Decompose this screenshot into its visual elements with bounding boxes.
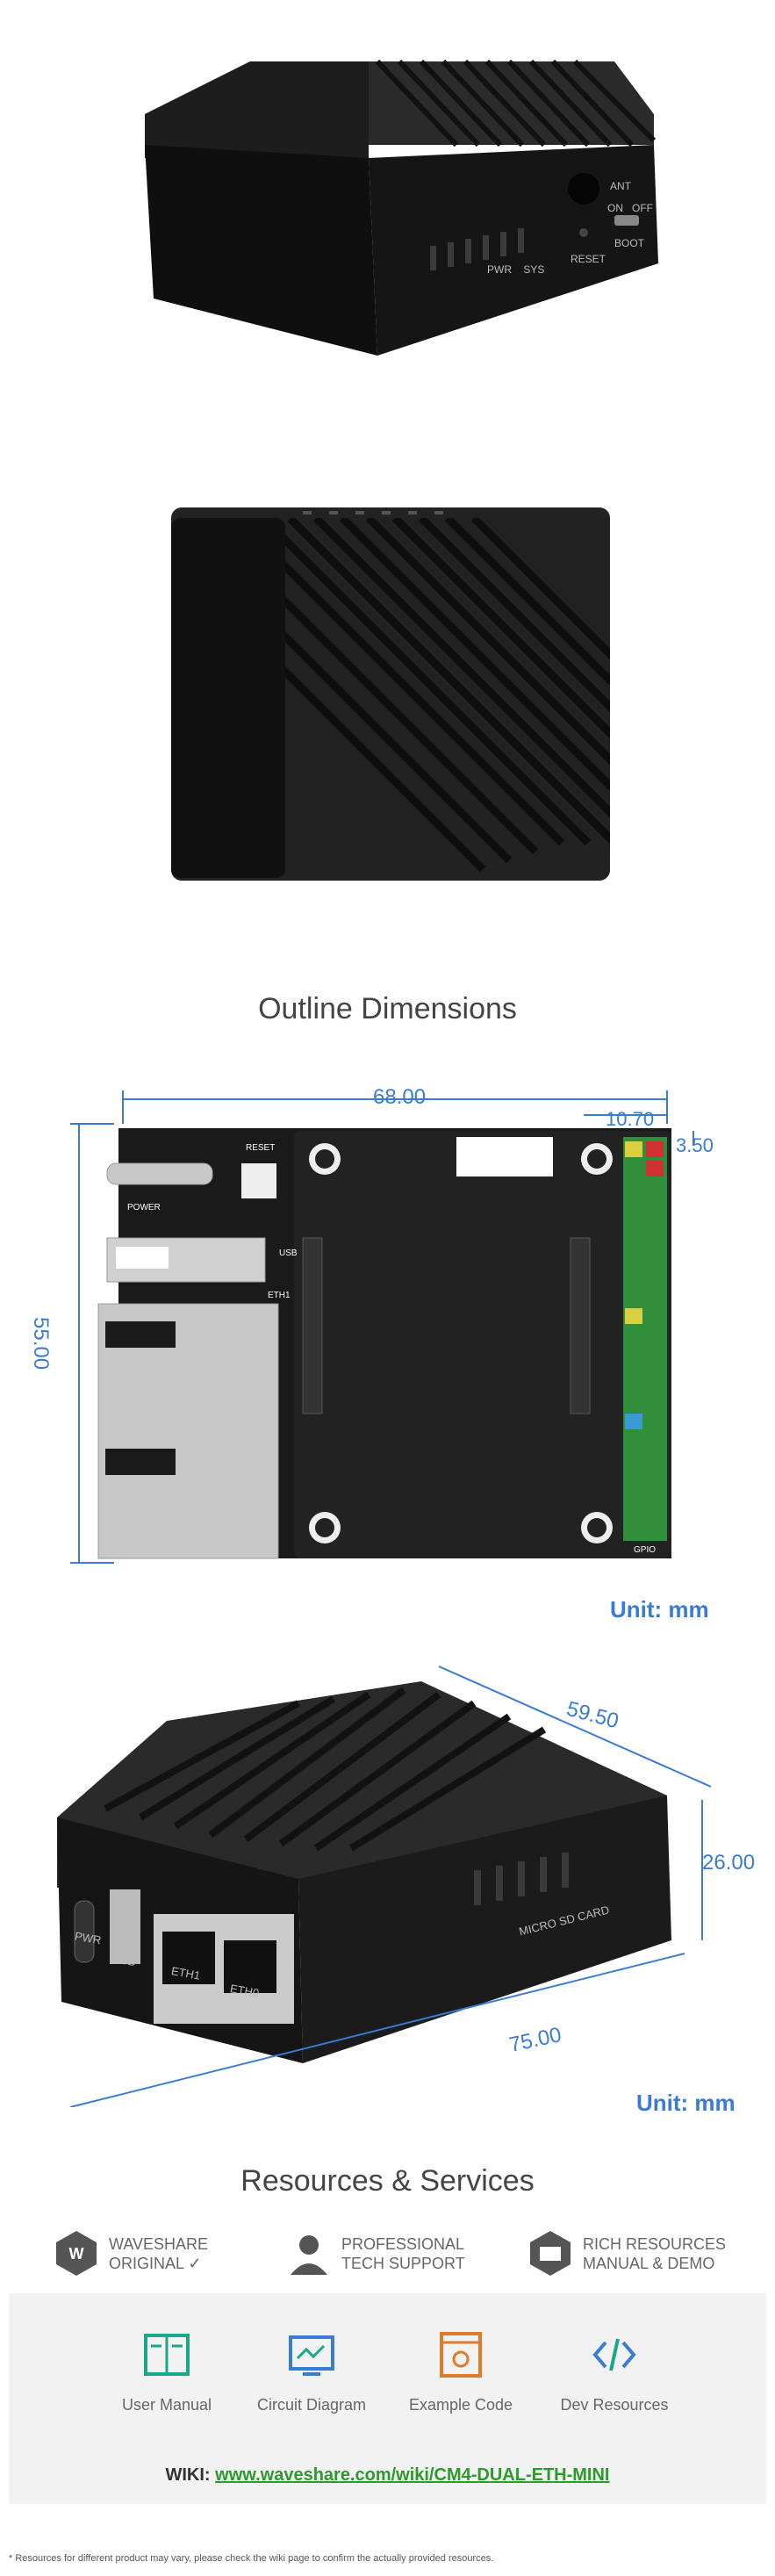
outline-heading: Outline Dimensions bbox=[258, 992, 517, 1025]
feature-3-line2: MANUAL & DEMO bbox=[583, 2255, 715, 2272]
outline-unit: Unit: mm bbox=[610, 1596, 709, 1623]
resource-example-code[interactable]: Example Code bbox=[382, 2328, 540, 2414]
boot-label: BOOT bbox=[614, 237, 645, 249]
book-icon bbox=[144, 2334, 190, 2376]
resource-user-manual[interactable]: User Manual bbox=[88, 2328, 246, 2414]
board-label-gpio: GPIO bbox=[634, 1545, 657, 1555]
circuit-icon bbox=[289, 2335, 334, 2376]
dim-offset-y: 3.50 bbox=[676, 1134, 714, 1156]
board-label-reset: RESET bbox=[246, 1143, 276, 1153]
resources-heading: Resources & Services bbox=[240, 2164, 535, 2198]
board-drawing: 68.00 55.00 10.70 3.50 POWER RESET USB E… bbox=[0, 1080, 775, 1589]
feature-1-line2: ORIGINAL bbox=[109, 2255, 184, 2272]
board-label-usb: USB bbox=[279, 1248, 298, 1258]
case-dims-photo: 59.50 26.00 75.00 PWR USB ETH1 ETH0 MICR… bbox=[0, 1651, 775, 2108]
feature-waveshare-original: W WAVESHARE ORIGINAL ✓ bbox=[53, 2226, 263, 2287]
dim-height: 55.00 bbox=[29, 1317, 53, 1371]
reset-label: RESET bbox=[570, 253, 606, 265]
support-person-icon bbox=[291, 2235, 327, 2275]
device-photo-top: PWR SYS RESET ANT ON OFF BOOT bbox=[0, 0, 775, 404]
resources-panel: User Manual Circuit Diagram Example Code… bbox=[9, 2293, 766, 2504]
ant-label: ANT bbox=[610, 180, 631, 192]
pwr-label: PWR bbox=[487, 263, 512, 276]
code-window-icon bbox=[440, 2332, 482, 2378]
wiki-prefix: WIKI: bbox=[165, 2465, 216, 2485]
dev-code-icon bbox=[592, 2338, 636, 2371]
dim-width: 68.00 bbox=[373, 1085, 427, 1109]
resource-dev-resources-label: Dev Resources bbox=[560, 2396, 669, 2414]
resources-note: * Resources for different product may va… bbox=[9, 2553, 494, 2564]
on-label: ON bbox=[607, 202, 623, 214]
case-unit: Unit: mm bbox=[636, 2090, 736, 2116]
feature-rich-resources: RICH RESOURCES MANUAL & DEMO bbox=[527, 2226, 755, 2287]
feature-2-line2: TECH SUPPORT bbox=[341, 2255, 465, 2272]
off-label: OFF bbox=[632, 202, 654, 214]
folder-icon bbox=[530, 2231, 570, 2276]
board-label-eth1: ETH1 bbox=[268, 1291, 291, 1300]
feature-3-line1: RICH RESOURCES bbox=[583, 2235, 727, 2253]
dim-offset-x: 10.70 bbox=[606, 1108, 655, 1130]
check-icon: ✓ bbox=[188, 2255, 202, 2272]
wiki-link[interactable]: www.waveshare.com/wiki/CM4-DUAL-ETH-MINI bbox=[215, 2465, 610, 2485]
feature-1-line1: WAVESHARE bbox=[109, 2235, 209, 2253]
feature-tech-support: PROFESSIONAL TECH SUPPORT bbox=[285, 2226, 496, 2287]
resource-dev-resources[interactable]: Dev Resources bbox=[535, 2328, 693, 2414]
svg-text:W: W bbox=[69, 2245, 84, 2263]
waveshare-logo-icon: W bbox=[56, 2231, 97, 2276]
board-label-eth0: ETH0 bbox=[263, 1561, 286, 1571]
resource-user-manual-label: User Manual bbox=[121, 2396, 212, 2414]
board-label-power: POWER bbox=[127, 1203, 161, 1212]
resource-circuit-diagram[interactable]: Circuit Diagram bbox=[233, 2328, 391, 2414]
feature-2-line1: PROFESSIONAL bbox=[341, 2235, 465, 2253]
resource-example-code-label: Example Code bbox=[408, 2396, 513, 2414]
sys-label: SYS bbox=[523, 263, 545, 276]
device-photo-topview bbox=[0, 492, 775, 896]
wiki-line: WIKI: www.waveshare.com/wiki/CM4-DUAL-ET… bbox=[0, 2465, 775, 2486]
dim-case-height: 26.00 bbox=[702, 1851, 756, 1874]
resource-circuit-diagram-label: Circuit Diagram bbox=[256, 2396, 367, 2414]
